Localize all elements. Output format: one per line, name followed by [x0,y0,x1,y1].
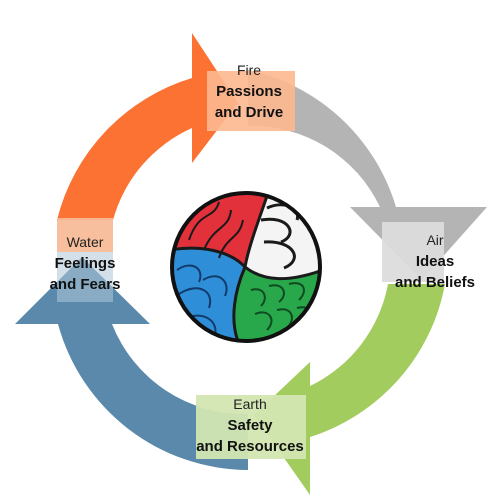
air-description-line2: and Beliefs [394,274,476,291]
water-description-line1: Feelings [54,255,116,272]
air-description-line1: Ideas [415,253,455,270]
fire-element-name: Fire [236,62,262,78]
air-label: Air Ideas and Beliefs [380,230,490,293]
water-arrow [15,257,248,470]
earth-label-band [196,395,306,459]
air-label-band [382,222,444,282]
fire-description-line2: and Drive [214,104,284,121]
fire-arrow [57,33,238,220]
fire-description-line1: Passions [216,83,282,100]
air-element-name: Air [426,232,444,248]
earth-description-line2: and Resources [196,438,304,455]
earth-element-name: Earth [233,396,267,412]
earth-label: Earth Safety and Resources [185,394,315,457]
water-element-name: Water [66,234,104,250]
fire-label: Fire Passions and Drive [199,60,299,123]
water-label: Water Feelings and Fears [30,232,140,295]
earth-description-line1: Safety [227,417,273,434]
water-description-line2: and Fears [49,276,121,293]
fire-label-band [207,71,295,131]
water-label-top [57,218,113,252]
wave-yin-yang-emblem-icon [170,191,322,343]
